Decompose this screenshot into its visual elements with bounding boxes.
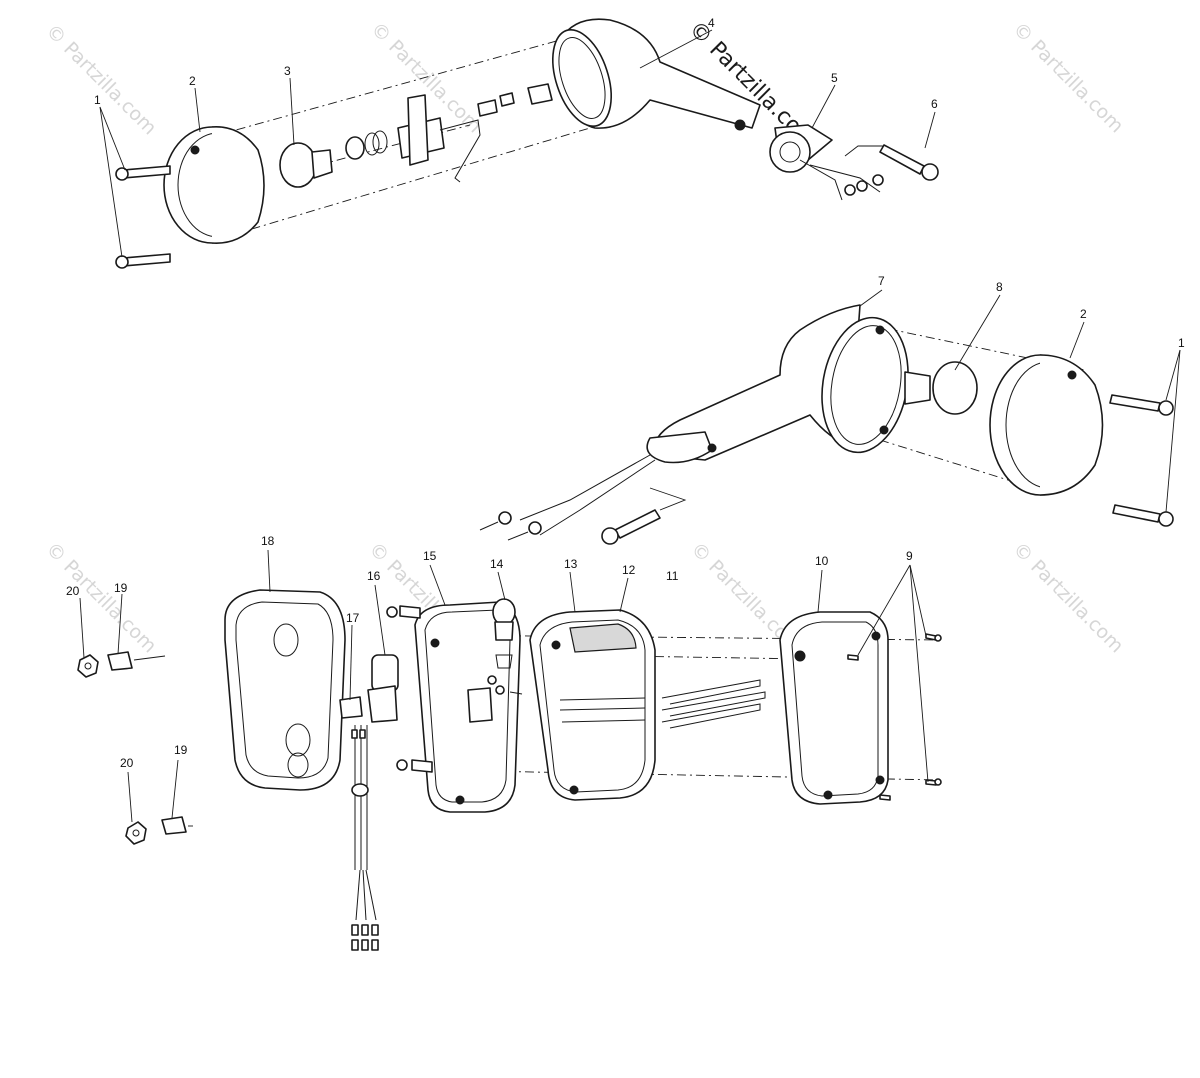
callout-label: 12 <box>622 563 636 577</box>
clip-plate <box>161 816 193 835</box>
bolt <box>601 487 687 545</box>
tail-light-bulb <box>487 598 523 695</box>
callout-label: 19 <box>174 743 188 757</box>
signal-housing <box>653 304 861 461</box>
callout-label: 20 <box>66 584 80 598</box>
screw <box>879 794 891 801</box>
callout-label: 6 <box>931 97 938 111</box>
bolt <box>844 144 939 181</box>
screw <box>1109 394 1174 416</box>
callout-label: 16 <box>367 569 381 583</box>
callout-labels: 1 2 3 4 5 6 7 8 2 1 18 17 16 15 14 13 12… <box>66 16 1185 770</box>
screw <box>925 778 942 786</box>
screw <box>115 253 171 269</box>
screw <box>1112 504 1174 527</box>
screw <box>386 605 421 619</box>
nut <box>77 654 99 678</box>
tail-light-bracket <box>661 679 766 729</box>
bulb-socket-clip <box>339 696 363 719</box>
callout-label: 1 <box>94 93 101 107</box>
callout-label: 17 <box>346 611 360 625</box>
screw <box>396 759 433 773</box>
callout-label: 2 <box>1080 307 1087 321</box>
callout-label: 20 <box>120 756 134 770</box>
callout-label: 11 <box>666 569 679 583</box>
upper-signal-assembly <box>115 18 939 269</box>
callout-label: 2 <box>189 74 196 88</box>
callout-label: 13 <box>564 557 578 571</box>
signal-bulb <box>904 361 978 415</box>
tail-light-housing <box>414 601 521 813</box>
callout-label: 7 <box>878 274 885 288</box>
tail-light-lens <box>529 609 656 801</box>
callout-label: 3 <box>284 64 291 78</box>
callout-label: 14 <box>490 557 504 571</box>
callout-label: 1 <box>1178 336 1185 350</box>
watermark: © Partzilla.com <box>41 20 160 139</box>
mounting-bracket <box>769 124 884 201</box>
nut <box>125 821 147 845</box>
callout-label: 15 <box>423 549 437 563</box>
callout-label: 19 <box>114 581 128 595</box>
clip-plate <box>107 651 166 671</box>
tail-light-assembly <box>77 589 942 951</box>
tail-light-socket <box>367 654 399 723</box>
callout-label: 5 <box>831 71 838 85</box>
screw <box>115 165 171 181</box>
callout-label: 9 <box>906 549 913 563</box>
callout-label: 18 <box>261 534 275 548</box>
tail-light-gasket <box>224 589 346 791</box>
watermark: © Partzilla.com <box>1008 538 1127 657</box>
wire-terminal <box>479 511 542 541</box>
screw <box>925 633 942 642</box>
watermark: © Partzilla.com <box>41 538 160 657</box>
tail-light-bezel <box>779 611 889 805</box>
signal-bulb <box>279 142 333 188</box>
lower-signal-assembly <box>479 304 1174 545</box>
leader-lines <box>79 29 1181 823</box>
callout-label: 8 <box>996 280 1003 294</box>
callout-label: 10 <box>815 554 829 568</box>
watermark: © Partzilla.com <box>1008 18 1127 137</box>
screw <box>847 654 859 661</box>
wiring-harness <box>351 725 379 951</box>
callout-label: 4 <box>708 16 715 30</box>
bulb-socket <box>345 83 553 183</box>
